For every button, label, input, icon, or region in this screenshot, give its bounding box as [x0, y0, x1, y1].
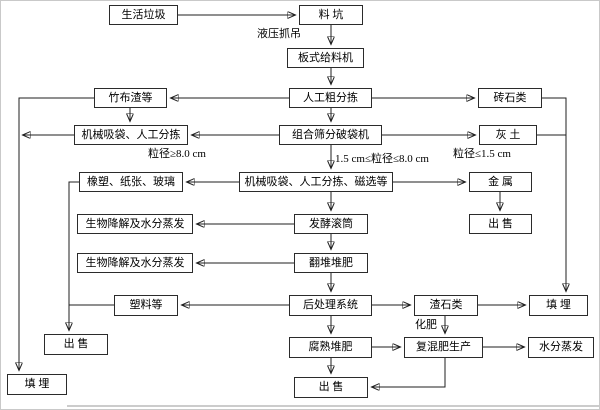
node-plate-feeder: 板式给料机: [287, 48, 364, 68]
node-metal: 金 属: [469, 172, 532, 192]
node-water-evaporation: 水分蒸发: [528, 337, 594, 358]
node-post-treatment: 后处理系统: [289, 295, 372, 316]
edge-compound-to-sell-bottom: [372, 358, 446, 387]
edge-label-size-ge-8cm: 粒径≥8.0 cm: [148, 148, 206, 160]
node-biodegradation-evap-2: 生物降解及水分蒸发: [77, 253, 193, 273]
node-fermentation-drum: 发酵滚筒: [294, 214, 368, 234]
node-landfill-bottom-left: 填 埋: [7, 374, 67, 395]
node-plastics: 塑料等: [114, 295, 178, 316]
node-sell-left: 出 售: [44, 334, 108, 355]
node-combined-screen-bag-breaker: 组合筛分破袋机: [279, 125, 382, 145]
edge-label-hydraulic-grab: 液压抓吊: [257, 28, 301, 40]
node-household-waste: 生活垃圾: [109, 5, 178, 25]
node-slag-stone: 渣石类: [414, 295, 478, 316]
node-rubber-paper-glass: 橡塑、纸张、玻璃: [79, 172, 183, 192]
node-material-pit: 料 坑: [299, 5, 363, 25]
node-turning-compost: 翻堆堆肥: [294, 253, 368, 273]
node-sell-metal: 出 售: [469, 214, 532, 234]
node-sell-bottom: 出 售: [294, 377, 368, 398]
node-mech-suction-manual-sorting: 机械吸袋、人工分拣: [74, 125, 188, 145]
node-compound-fertilizer: 复混肥生产: [404, 337, 483, 358]
edge-label-size-le-1-5cm: 粒径≤1.5 cm: [453, 148, 511, 160]
node-biodegradation-evap-1: 生物降解及水分蒸发: [77, 214, 193, 234]
edge-label-size-1-5-to-8cm: 1.5 cm≤粒径≤8.0 cm: [335, 153, 429, 165]
edge-bamboo-to-landfill-left: [19, 97, 94, 370]
node-brick-stone: 砖石类: [478, 88, 542, 108]
node-landfill-right: 填 埋: [529, 295, 588, 316]
edge-label-chemical-fertilizer: 化肥: [415, 319, 437, 331]
node-mech-suction-magnetic: 机械吸袋、人工分拣、磁选等: [239, 172, 393, 192]
edge-brick-to-landfill-right: [542, 97, 566, 291]
node-mature-compost: 腐熟堆肥: [289, 337, 372, 358]
node-bamboo-cloth-residue: 竹布渣等: [94, 88, 167, 108]
node-manual-rough-sorting: 人工粗分拣: [289, 88, 372, 108]
edge-rubber-to-sell-left: [69, 181, 79, 330]
node-ash-soil: 灰 土: [479, 125, 537, 145]
